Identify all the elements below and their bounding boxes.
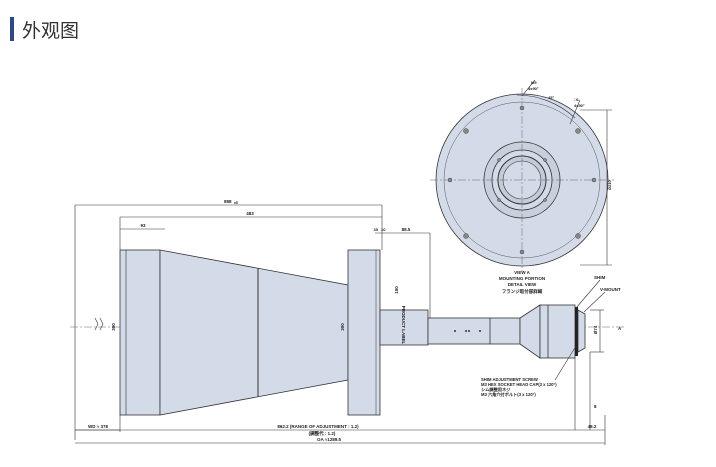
- flange-thickness-2: 10: [381, 227, 386, 232]
- shim-screw-line2: M3 HEX SOCKET HEAD CAP(3 x 120°): [481, 382, 557, 387]
- view-a-square: □6: [574, 97, 579, 102]
- rear-length: 88.5: [402, 227, 411, 232]
- lens-side-view: [70, 249, 625, 416]
- view-a-angle: 45°: [548, 95, 554, 100]
- title-accent-bar: [10, 17, 14, 41]
- overall-oa: OA ≈1289.5: [317, 437, 342, 442]
- view-a-jp: フランジ取付部詳細: [502, 288, 543, 295]
- shim-screw-line3: シム調整用ネジ: [481, 386, 511, 393]
- flange-height: 150: [394, 286, 399, 294]
- adjustment-range-jp: (調整代 : 1.2): [309, 430, 336, 437]
- bottom-dimensions: [75, 415, 606, 445]
- view-a-line1: MOUNTING PORTION: [499, 276, 545, 281]
- product-label: PRODUCT LABEL: [401, 306, 406, 345]
- back-length: 48.2: [588, 424, 597, 429]
- view-a-square-qty: 4x90°: [574, 103, 585, 108]
- vmount-label: V-MOUNT: [600, 287, 621, 292]
- front-length: 93: [140, 223, 146, 228]
- section-title: 外观图: [10, 16, 79, 42]
- cone-length: 483: [246, 211, 254, 216]
- view-a-diameter: Ø210: [607, 179, 612, 190]
- view-a-title: VIEW A: [514, 270, 531, 275]
- shim-screw-line1: SHIM ADJUSTMENT SCREW: [481, 377, 538, 382]
- overall-tolerance: ±5: [234, 201, 238, 205]
- view-a-arrow-label: A: [618, 326, 622, 331]
- mount-diameter: Ø74: [593, 325, 598, 334]
- view-a-flange: [430, 79, 614, 272]
- shim-screw-line4: M3 六角穴付ボルト(3 x 120°): [481, 391, 536, 398]
- shim-label: SHIM: [594, 275, 606, 280]
- view-a-screw-qty: 4x90°: [528, 86, 539, 91]
- section-title-text: 外观图: [22, 19, 80, 42]
- view-a-screw: M5: [531, 80, 537, 85]
- adjustment-range: 862.2 (RANGE OF ADJUSTMENT : 1.2): [277, 424, 359, 429]
- front-diameter: 300: [111, 323, 116, 331]
- top-dimensions: [74, 204, 431, 440]
- flange-thickness: 35: [374, 227, 379, 232]
- overall-length: 888: [224, 199, 232, 204]
- mount-length: 8: [594, 404, 597, 409]
- flange-diameter: 300: [340, 323, 345, 331]
- view-a-line2: DETAIL VIEW: [508, 282, 537, 287]
- working-distance: WD ≈ 378: [88, 424, 108, 429]
